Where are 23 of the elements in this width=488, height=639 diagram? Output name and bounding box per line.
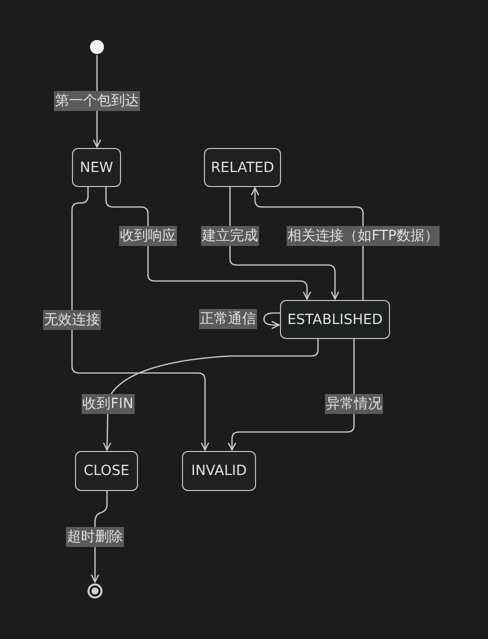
state-box: NEW [72, 148, 121, 187]
state-box: INVALID [182, 451, 256, 491]
start-dot [89, 39, 105, 55]
state-box: CLOSE [75, 451, 138, 491]
edge-label: 收到响应 [119, 226, 177, 246]
arrow [250, 187, 364, 300]
state-box: ESTABLISHED [280, 300, 390, 339]
arrow [105, 187, 312, 300]
edge-label: 第一个包到达 [54, 91, 140, 111]
arrow [263, 312, 280, 330]
edge-label: 异常情况 [325, 394, 383, 414]
edge-label: 相关连接（如FTP数据） [286, 226, 440, 246]
edge-label: 无效连接 [43, 310, 101, 330]
arrow [229, 187, 340, 300]
edge-label: 超时删除 [66, 527, 124, 547]
arrow [228, 339, 355, 451]
arrow [71, 187, 210, 451]
edge-label: 收到FIN [82, 394, 134, 414]
edge-label: 正常通信 [199, 309, 257, 329]
edge-label: 建立完成 [201, 226, 259, 246]
state-box: RELATED [204, 148, 281, 187]
end-symbol [87, 583, 103, 599]
arrow [102, 339, 319, 451]
